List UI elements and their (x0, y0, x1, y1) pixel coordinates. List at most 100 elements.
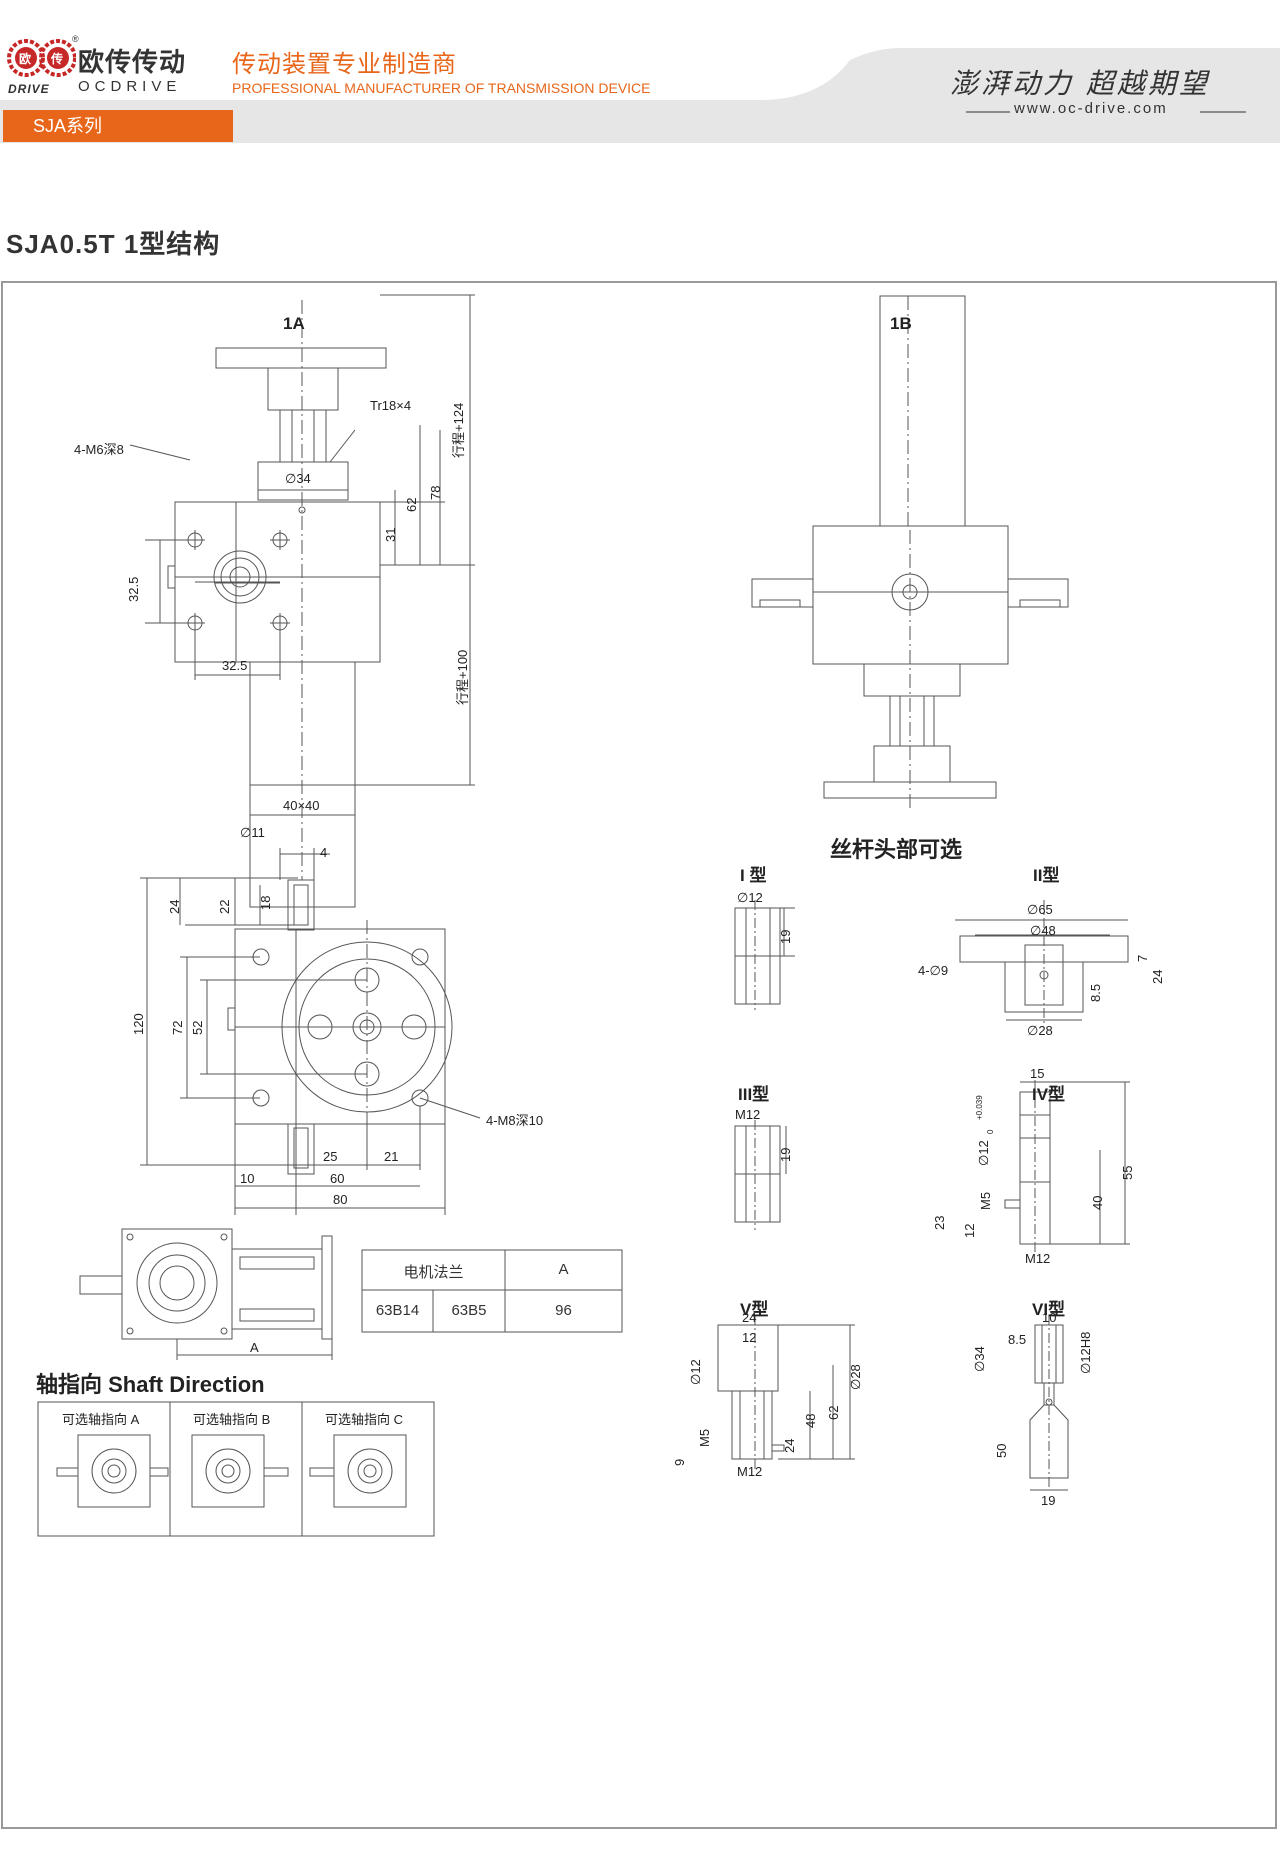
type6-dim-dia12h8: ∅12H8 (1078, 1331, 1093, 1374)
type6-dim-10: 10 (1042, 1310, 1057, 1325)
logo-gear-char-2: 传 (51, 52, 64, 66)
shaft-c-mini (309, 1434, 407, 1508)
dim-4-label: 4 (320, 845, 328, 860)
type5-dim-24b: 24 (782, 1438, 797, 1453)
type3-dim-m12: M12 (735, 1107, 761, 1122)
dim-32-5-vertical-label: 32.5 (126, 576, 141, 602)
technical-drawing: 1A Tr18×4 ∅34 4-M6深8 32.5 32.5 62 78 31 … (0, 280, 1280, 1850)
stroke-124-label: 行程+124 (451, 402, 466, 458)
type2-name: II型 (1033, 866, 1060, 885)
dim-32-5-horizontal-label: 32.5 (222, 658, 248, 673)
shaft-option-c[interactable]: 可选轴指向 C (325, 1412, 404, 1427)
type2-dim-7: 7 (1135, 954, 1150, 962)
type1-dim-19: 19 (778, 929, 793, 944)
screw-head-type5-drawing (717, 1315, 855, 1470)
slogan: 澎湃动力 超越期望 (950, 67, 1210, 100)
dim-72-label: 72 (170, 1020, 185, 1035)
motor-table-lines (361, 1249, 623, 1333)
registered-mark: ® (72, 34, 79, 44)
type5-dim-12: 12 (742, 1330, 757, 1345)
type2-dim-dia65: ∅65 (1027, 902, 1053, 917)
type3-name: III型 (738, 1085, 770, 1104)
brand-name-cn: 欧传传动 (78, 47, 187, 77)
motor-view-drawing (79, 1228, 333, 1360)
motor-table-header-a: A (558, 1261, 569, 1278)
type6-dim-dia34: ∅34 (972, 1346, 987, 1372)
view-1b-label: 1B (890, 314, 912, 333)
holes-m6-label: 4-M6深8 (74, 442, 124, 457)
type6-name: VI型 (1032, 1300, 1066, 1319)
shaft-a-mini (56, 1434, 169, 1508)
type6-dim-8-5: 8.5 (1008, 1332, 1027, 1347)
page-title: SJA0.5T 1型结构 (6, 229, 221, 259)
drawing-lines (1, 281, 1277, 1829)
type4-dim-40: 40 (1090, 1195, 1105, 1210)
view-1a-drawing (129, 294, 475, 908)
website-link[interactable]: www.oc-drive.com (1014, 100, 1168, 117)
dim-24-label: 24 (167, 899, 182, 914)
brand-name-drive: DRIVE (8, 82, 50, 96)
type1-name: I 型 (740, 866, 767, 885)
type4-dim-tolerance: +0.039 (975, 1095, 984, 1120)
type4-dim-23: 23 (932, 1215, 947, 1230)
type4-dim-15: 15 (1030, 1066, 1045, 1081)
motor-table-value-a: 96 (555, 1302, 572, 1319)
type5-dim-m12: M12 (737, 1464, 763, 1479)
type4-dim-55: 55 (1120, 1165, 1135, 1180)
stroke-100-label: 行程+100 (455, 649, 470, 705)
type1-dim-dia12: ∅12 (737, 890, 763, 905)
dim-dia34-label: ∅34 (285, 471, 311, 486)
type5-dim-62: 62 (826, 1405, 841, 1420)
dim-78-label: 78 (428, 485, 443, 500)
dim-80-label: 80 (333, 1192, 348, 1207)
holes-m8-label: 4-M8深10 (486, 1113, 544, 1128)
dim-18-label: 18 (258, 895, 273, 910)
dim-52-label: 52 (190, 1020, 205, 1035)
type2-dim-dia48: ∅48 (1030, 923, 1056, 938)
dim-10-label: 10 (240, 1171, 255, 1186)
type5-dim-24: 24 (742, 1310, 757, 1325)
type5-dim-dia12: ∅12 (688, 1359, 703, 1385)
type5-name: V型 (740, 1300, 769, 1319)
dim-31-label: 31 (383, 527, 398, 542)
dim-62-label: 62 (404, 497, 419, 512)
type4-dim-m5: M5 (978, 1191, 993, 1210)
screw-head-type3-drawing (734, 1120, 787, 1230)
screw-head-type1-drawing (734, 900, 795, 1010)
dim-22-label: 22 (217, 899, 232, 914)
shaft-option-a[interactable]: 可选轴指向 A (62, 1412, 140, 1427)
dim-60-label: 60 (330, 1171, 345, 1186)
front-view-drawing (140, 848, 481, 1215)
brand-logo[interactable]: 欧 传 ® 欧传传动 DRIVE OCDRIVE (6, 34, 196, 98)
dim-dia11-label: ∅11 (240, 825, 265, 840)
type4-dim-dia12: ∅12 (976, 1140, 991, 1166)
type2-dim-4-dia9: 4-∅9 (918, 963, 949, 978)
type3-dim-19: 19 (778, 1147, 793, 1162)
thread-spec-label: Tr18×4 (370, 398, 412, 413)
motor-table-header-flange: 电机法兰 (403, 1264, 464, 1281)
screw-heads-title: 丝杆头部可选 (830, 837, 963, 862)
tagline-cn: 传动装置专业制造商 (232, 51, 457, 78)
series-tab[interactable]: SJA系列 (3, 110, 233, 142)
brand-name-en: OCDRIVE (78, 78, 182, 95)
view-1a-label: 1A (283, 314, 305, 333)
shaft-option-b[interactable]: 可选轴指向 B (193, 1412, 271, 1427)
motor-table-flange-2: 63B5 (451, 1302, 487, 1319)
gear-logo-icon (7, 39, 76, 77)
dim-21-label: 21 (384, 1149, 399, 1164)
type6-dim-50: 50 (994, 1443, 1009, 1458)
type4-dim-12: 12 (962, 1223, 977, 1238)
screw-head-type2-drawing (955, 900, 1129, 1025)
screw-head-type4-drawing (1004, 1080, 1130, 1255)
tagline-en: PROFESSIONAL MANUFACTURER OF TRANSMISSIO… (232, 80, 651, 96)
dim-40x40-label: 40×40 (283, 798, 320, 813)
dim-25-label: 25 (323, 1149, 338, 1164)
screw-head-type6-drawing (1029, 1315, 1069, 1491)
type4-name: IV型 (1032, 1085, 1066, 1104)
type2-dim-24: 24 (1150, 969, 1165, 984)
motor-table-flange-1: 63B14 (375, 1302, 420, 1319)
header-background (0, 48, 1280, 143)
type5-dim-m5: M5 (697, 1428, 712, 1447)
logo-gear-char-1: 欧 (19, 52, 32, 66)
view-1b-drawing (751, 295, 1069, 810)
